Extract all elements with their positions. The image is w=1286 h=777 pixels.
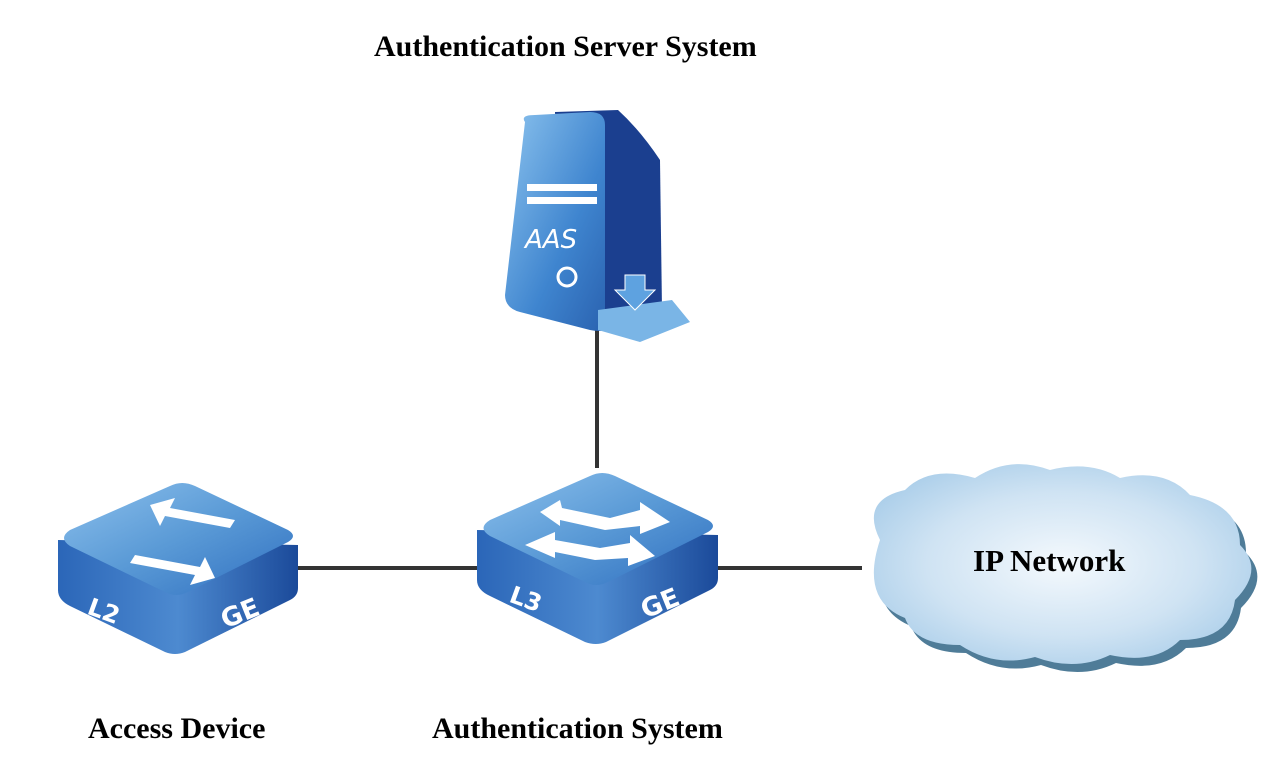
access-device-label: Access Device	[88, 712, 266, 745]
l3-switch-icon[interactable]: L3 GE	[477, 473, 718, 644]
cloud-icon[interactable]	[873, 464, 1258, 673]
l2-switch-icon[interactable]: L2 GE	[58, 483, 298, 654]
server-icon[interactable]: AAS	[505, 110, 690, 342]
auth-system-label: Authentication System	[432, 712, 723, 745]
server-label: Authentication Server System	[374, 30, 757, 63]
links	[292, 320, 862, 570]
ip-network-label: IP Network	[973, 543, 1126, 578]
server-badge: AAS	[523, 225, 577, 255]
